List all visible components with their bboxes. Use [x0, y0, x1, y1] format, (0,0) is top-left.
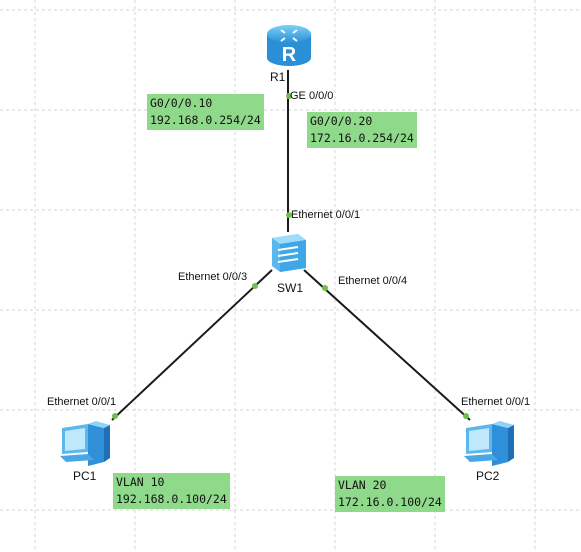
port-dot-pc1[interactable] — [112, 413, 118, 419]
svg-text:R: R — [282, 44, 297, 66]
note-line: VLAN 20 — [338, 478, 387, 492]
device-label-pc2: PC2 — [476, 469, 500, 483]
note-line: VLAN 10 — [116, 475, 165, 489]
router-icon: R — [267, 25, 311, 66]
note-pc1-vlan[interactable]: VLAN 10 192.168.0.100/24 — [113, 473, 230, 509]
port-label-pc1: Ethernet 0/0/1 — [47, 396, 117, 408]
port-label-sw1-left: Ethernet 0/0/3 — [178, 271, 248, 283]
router-r1[interactable]: R — [264, 20, 314, 70]
port-dot-r1-ge[interactable] — [286, 93, 292, 99]
switch-sw1[interactable] — [268, 232, 308, 274]
port-dot-sw1-right[interactable] — [322, 285, 328, 291]
pc-icon — [464, 421, 514, 466]
port-dot-sw1-up[interactable] — [286, 212, 292, 218]
device-label-sw1: SW1 — [277, 281, 304, 295]
note-pc2-vlan[interactable]: VLAN 20 172.16.0.100/24 — [335, 476, 445, 512]
pc-pc1[interactable] — [58, 416, 110, 468]
link-sw1-pc2[interactable] — [303, 269, 471, 421]
note-line: G0/0/0.10 — [150, 96, 213, 110]
port-label-pc2: Ethernet 0/0/1 — [461, 396, 531, 408]
pc-icon — [60, 421, 110, 466]
switch-icon — [272, 234, 306, 272]
note-line: G0/0/0.20 — [310, 114, 373, 128]
port-label-r1-ge: GE 0/0/0 — [290, 90, 334, 102]
device-label-pc1: PC1 — [73, 469, 97, 483]
port-dot-pc2[interactable] — [463, 413, 469, 419]
note-line: 192.168.0.100/24 — [116, 492, 227, 506]
port-label-sw1-right: Ethernet 0/0/4 — [338, 275, 408, 287]
note-subinterface-10[interactable]: G0/0/0.10 192.168.0.254/24 — [147, 94, 264, 130]
note-line: 172.16.0.254/24 — [310, 131, 414, 145]
port-label-sw1-up: Ethernet 0/0/1 — [291, 209, 361, 221]
note-line: 192.168.0.254/24 — [150, 113, 261, 127]
note-subinterface-20[interactable]: G0/0/0.20 172.16.0.254/24 — [307, 112, 417, 148]
port-dot-sw1-left[interactable] — [252, 283, 258, 289]
device-label-r1: R1 — [270, 70, 286, 84]
pc-pc2[interactable] — [462, 416, 514, 468]
link-sw1-pc1[interactable] — [111, 269, 273, 421]
note-line: 172.16.0.100/24 — [338, 495, 442, 509]
